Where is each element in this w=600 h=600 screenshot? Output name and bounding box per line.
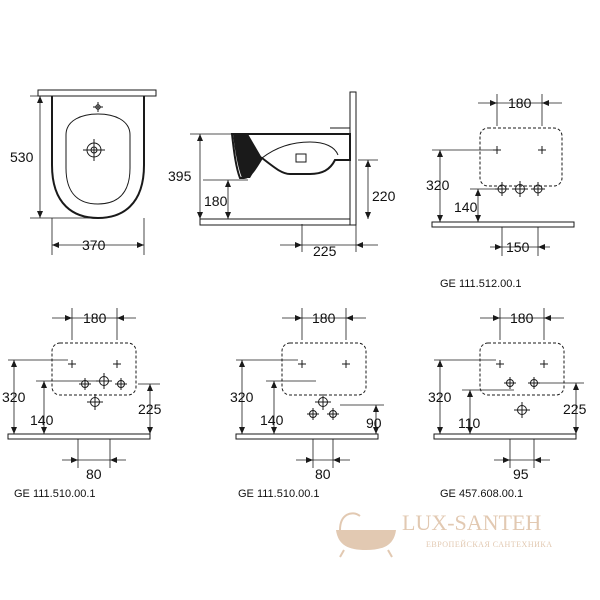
panel4-code: GE 457.608.00.1 <box>440 488 523 500</box>
installation-panel-4: 180 320 110 225 95 GE 457.608.00.1 <box>428 308 587 500</box>
tap-hole-icon <box>113 360 121 368</box>
panel1-bottom-label: 150 <box>506 239 530 255</box>
panel1-top-label: 180 <box>508 95 532 111</box>
tap-hole-icon <box>342 360 350 368</box>
installation-panel-2: 180 320 140 225 80 GE 111.510.00.1 <box>2 308 162 500</box>
panel3-right-label: 90 <box>366 415 382 431</box>
drain-icon <box>87 394 103 410</box>
fixing-point-icon <box>528 377 540 389</box>
tap-hole-icon <box>298 360 306 368</box>
panel2-left2-label: 140 <box>30 412 54 428</box>
panel4-right-label: 225 <box>563 401 587 417</box>
watermark-name: LUX-SANTEH <box>402 510 541 535</box>
fixing-point-icon <box>115 378 127 390</box>
drain-icon <box>514 402 530 418</box>
panel4-bottom-label: 95 <box>513 466 529 482</box>
tap-hole-icon <box>68 360 76 368</box>
top-view: 530 370 <box>10 89 157 255</box>
side-inlet-label: 180 <box>204 193 228 209</box>
panel1-left-label: 320 <box>426 177 450 193</box>
panel2-right-label: 225 <box>138 401 162 417</box>
panel3-left-label: 320 <box>230 389 254 405</box>
panel3-bottom-label: 80 <box>315 466 331 482</box>
top-height-label: 530 <box>10 149 34 165</box>
fixing-point-icon <box>504 377 516 389</box>
watermark-tagline: ЕВРОПЕЙСКАЯ САНТЕХНИКА <box>426 540 552 549</box>
installation-panel-3: 180 320 140 90 80 GE 111.510.00.1 <box>230 308 384 500</box>
tap-hole-icon <box>93 102 103 112</box>
panel2-top-label: 180 <box>83 310 107 326</box>
panel4-left2-label: 110 <box>458 415 481 431</box>
panel2-bottom-label: 80 <box>86 466 102 482</box>
panel2-left-label: 320 <box>2 389 26 405</box>
side-view: 395 180 220 225 <box>168 91 396 259</box>
bathtub-logo-icon <box>336 512 396 558</box>
panel3-code: GE 111.510.00.1 <box>238 488 320 500</box>
fixing-point-icon <box>327 408 339 420</box>
drain-icon <box>315 394 331 410</box>
watermark: LUX-SANTEH ЕВРОПЕЙСКАЯ САНТЕХНИКА <box>336 510 552 558</box>
fixing-point-icon <box>512 181 528 197</box>
side-height-label: 395 <box>168 168 192 184</box>
panel3-left2-label: 140 <box>260 412 284 428</box>
panel2-code: GE 111.510.00.1 <box>14 488 96 500</box>
panel4-left-label: 320 <box>428 389 452 405</box>
fixing-point-icon <box>96 373 112 389</box>
fixing-point-icon <box>79 378 91 390</box>
top-width-label: 370 <box>82 237 106 253</box>
fixing-point-icon <box>531 182 545 196</box>
tap-hole-icon <box>540 360 548 368</box>
panel4-top-label: 180 <box>510 310 534 326</box>
panel1-code: GE 111.512.00.1 <box>440 278 522 290</box>
side-right-label: 220 <box>372 188 396 204</box>
side-depth-label: 225 <box>313 243 337 259</box>
tap-hole-icon <box>496 360 504 368</box>
panel3-top-label: 180 <box>312 310 336 326</box>
installation-panel-1: 180 320 140 150 GE 111.512.00.1 <box>426 94 575 290</box>
drain-icon <box>83 139 105 161</box>
tap-hole-icon <box>538 146 546 154</box>
fixing-point-icon <box>307 408 319 420</box>
panel1-left2-label: 140 <box>454 199 478 215</box>
